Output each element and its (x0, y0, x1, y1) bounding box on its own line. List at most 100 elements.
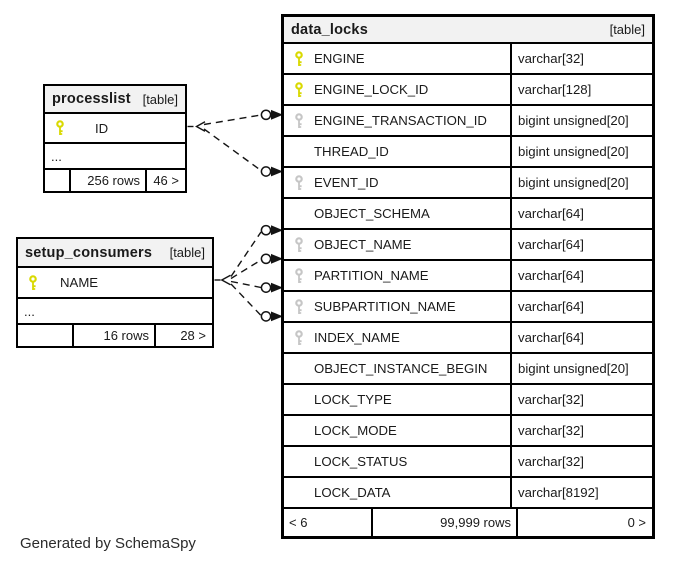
relationship-line (230, 280, 262, 289)
foreign-key-icon (294, 298, 304, 315)
column-type: bigint unsigned[20] (510, 106, 652, 135)
column-type: bigint unsigned[20] (510, 137, 652, 166)
column-name: OBJECT_SCHEMA (314, 206, 430, 221)
column-name: THREAD_ID (314, 144, 389, 159)
column-name: ENGINE_LOCK_ID (314, 82, 429, 97)
row-count: 16 rows (72, 325, 154, 346)
column-name: ID (95, 120, 109, 136)
table-type-tag: [table] (609, 22, 645, 37)
column-type: varchar[64] (510, 261, 652, 290)
relationship-line (203, 128, 262, 172)
column-name: INDEX_NAME (314, 330, 400, 345)
column-name: EVENT_ID (314, 175, 379, 190)
relationship-line (230, 259, 262, 280)
table-header[interactable]: setup_consumers [table] (18, 239, 212, 268)
column-row: ENGINE_TRANSACTION_ID bigint unsigned[20… (284, 106, 652, 137)
row-count: 99,999 rows (371, 509, 516, 536)
primary-key-icon (294, 50, 304, 67)
relationship-line (203, 114, 262, 126)
column-type: varchar[32] (510, 447, 652, 476)
relationship-source-arrow-processlist (187, 121, 206, 132)
table-footer: 16 rows 28 > (18, 325, 212, 346)
table-footer: < 6 99,999 rows 0 > (284, 509, 652, 536)
table-type-tag: [table] (142, 91, 178, 107)
endpoint-circle (260, 166, 272, 177)
endpoint-circle (260, 311, 272, 322)
hidden-columns-ellipsis: ... (18, 299, 212, 325)
column-row: OBJECT_NAME varchar[64] (284, 230, 652, 261)
column-row: NAME (18, 268, 212, 299)
column-row: PARTITION_NAME varchar[64] (284, 261, 652, 292)
column-row: INDEX_NAME varchar[64] (284, 323, 652, 354)
endpoint-circle (260, 282, 272, 293)
table-footer: 256 rows 46 > (45, 170, 185, 191)
column-type: bigint unsigned[20] (510, 354, 652, 383)
column-row: SUBPARTITION_NAME varchar[64] (284, 292, 652, 323)
hidden-columns-ellipsis: ... (45, 144, 185, 170)
column-type: varchar[32] (510, 385, 652, 414)
column-row: LOCK_DATA varchar[8192] (284, 478, 652, 509)
column-name: ENGINE_TRANSACTION_ID (314, 113, 487, 128)
primary-key-icon (294, 81, 304, 98)
column-name: OBJECT_INSTANCE_BEGIN (314, 361, 488, 376)
column-type: varchar[8192] (510, 478, 652, 507)
column-name: NAME (60, 275, 99, 290)
table-title: processlist (52, 91, 131, 107)
generated-by-note: Generated by SchemaSpy (20, 535, 196, 552)
table-node-setup-consumers[interactable]: setup_consumers [table] NAME ... 16 rows… (16, 237, 214, 348)
relationship-line (230, 231, 262, 277)
table-header[interactable]: data_locks [table] (284, 17, 652, 44)
related-in-count (18, 325, 72, 346)
table-node-data-locks[interactable]: data_locks [table] ENGINE varchar[32] EN… (281, 14, 655, 539)
row-count: 256 rows (69, 170, 145, 191)
foreign-key-icon (294, 267, 304, 284)
primary-key-icon (55, 120, 65, 136)
column-row: LOCK_TYPE varchar[32] (284, 385, 652, 416)
table-header[interactable]: processlist [table] (45, 86, 185, 114)
column-row: LOCK_MODE varchar[32] (284, 416, 652, 447)
column-type: varchar[64] (510, 199, 652, 228)
table-node-processlist[interactable]: processlist [table] ID ... 256 rows 46 > (43, 84, 187, 193)
foreign-key-icon (294, 174, 304, 191)
column-name: OBJECT_NAME (314, 237, 412, 252)
column-name: LOCK_DATA (314, 485, 391, 500)
endpoint-circle (260, 224, 272, 236)
primary-key-icon (28, 274, 38, 291)
related-out-count: 0 > (516, 509, 652, 536)
related-in-count: < 6 (289, 515, 308, 530)
column-type: bigint unsigned[20] (510, 168, 652, 197)
column-type: varchar[64] (510, 230, 652, 259)
endpoint-circle (260, 253, 272, 265)
column-name: SUBPARTITION_NAME (314, 299, 456, 314)
relationship-endpoints (260, 109, 283, 322)
relationship-source-arrow-setup-consumers (214, 274, 231, 286)
related-out-count: 46 > (145, 170, 185, 191)
column-name: ENGINE (314, 51, 365, 66)
column-row: OBJECT_SCHEMA varchar[64] (284, 199, 652, 230)
foreign-key-icon (294, 112, 304, 129)
column-name: LOCK_MODE (314, 423, 397, 438)
column-row: OBJECT_INSTANCE_BEGIN bigint unsigned[20… (284, 354, 652, 385)
related-out-count: 28 > (154, 325, 212, 346)
column-type: varchar[32] (510, 44, 652, 73)
column-name: PARTITION_NAME (314, 268, 429, 283)
column-type: varchar[64] (510, 323, 652, 352)
column-row: ENGINE varchar[32] (284, 44, 652, 75)
column-type: varchar[64] (510, 292, 652, 321)
related-in-count (45, 170, 69, 191)
foreign-key-icon (294, 329, 304, 346)
column-row: ENGINE_LOCK_ID varchar[128] (284, 75, 652, 106)
table-title: data_locks (291, 21, 368, 38)
table-type-tag: [table] (169, 245, 205, 260)
column-name: LOCK_STATUS (314, 454, 408, 469)
column-type: varchar[128] (510, 75, 652, 104)
foreign-key-icon (294, 236, 304, 253)
column-name: LOCK_TYPE (314, 392, 392, 407)
column-row: EVENT_ID bigint unsigned[20] (284, 168, 652, 199)
table-title: setup_consumers (25, 244, 153, 261)
relationship-line (230, 283, 262, 316)
column-row: LOCK_STATUS varchar[32] (284, 447, 652, 478)
column-row: THREAD_ID bigint unsigned[20] (284, 137, 652, 168)
column-type: varchar[32] (510, 416, 652, 445)
endpoint-circle (260, 109, 272, 121)
